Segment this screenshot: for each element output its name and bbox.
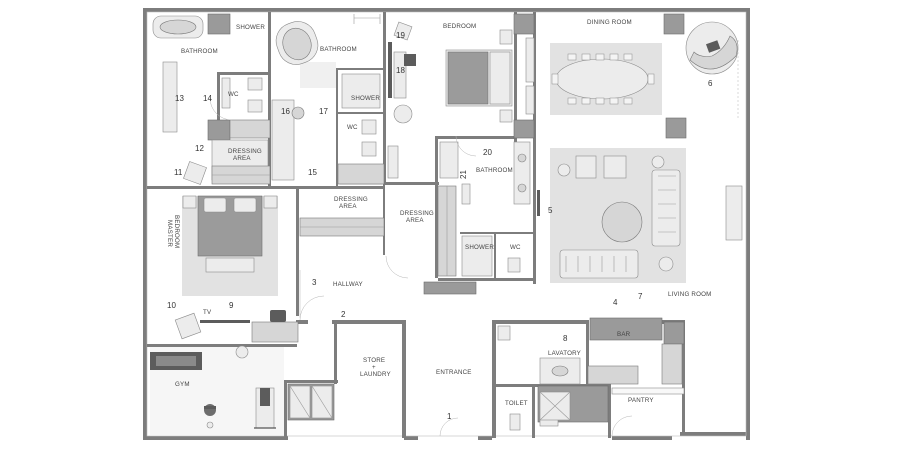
lavatory-fixtures	[497, 325, 581, 431]
key-number-15: 15	[308, 168, 317, 177]
label-master-bedroom-line2: BEDROOM	[173, 215, 180, 248]
label-store-line1: STORE	[363, 357, 385, 364]
label-hallway: HALLWAY	[333, 281, 363, 288]
label-living-room: LIVING ROOM	[668, 291, 711, 298]
bathroom-right-fixtures	[439, 141, 531, 277]
key-number-2: 2	[341, 310, 346, 319]
label-lavatory: LAVATORY	[548, 350, 581, 357]
bar-pantry-fixtures	[587, 343, 685, 395]
room-labels: SHOWER BATHROOM BATHROOM BEDROOM DINING …	[166, 19, 711, 407]
label-bathroom-mid: BATHROOM	[320, 46, 357, 53]
key-number-14: 14	[203, 94, 212, 103]
key-number-8: 8	[563, 334, 568, 343]
bedroom-furniture	[388, 21, 513, 124]
label-store-line3: LAUNDRY	[360, 371, 391, 378]
label-shower-right: SHOWER	[465, 244, 494, 251]
key-number-10: 10	[167, 301, 176, 310]
lounge-corner	[685, 21, 739, 75]
label-store-line2: +	[372, 364, 376, 371]
dining-room-furniture	[551, 53, 655, 105]
label-wc-left: WC	[228, 91, 239, 98]
label-gym: GYM	[175, 381, 190, 388]
store-laundry-fixtures	[289, 385, 333, 419]
label-tv: TV	[203, 309, 212, 316]
label-bar: BAR	[617, 331, 631, 338]
key-number-5: 5	[548, 206, 553, 215]
corridor-floor	[300, 62, 336, 88]
key-number-9: 9	[229, 301, 234, 310]
label-wc-right: WC	[510, 244, 521, 251]
dressing-area-3-fixtures	[437, 185, 457, 277]
label-dressing-3-line2: AREA	[406, 217, 424, 224]
key-number-17: 17	[319, 107, 328, 116]
label-dressing-2-line2: AREA	[339, 203, 357, 210]
key-number-21: 21	[459, 170, 468, 179]
label-dining-room: DINING ROOM	[587, 19, 632, 26]
label-bathroom-right: BATHROOM	[476, 167, 513, 174]
label-bedroom: BEDROOM	[443, 23, 476, 30]
label-dressing-1-line1: DRESSING	[228, 148, 262, 155]
windows	[162, 37, 743, 241]
key-number-3: 3	[312, 278, 317, 287]
label-entrance: ENTRANCE	[436, 369, 472, 376]
outer-walls	[143, 8, 750, 440]
label-dressing-1-line2: AREA	[233, 155, 251, 162]
living-room-furniture	[537, 155, 681, 279]
label-pantry: PANTRY	[628, 397, 654, 404]
key-number-19: 19	[396, 31, 405, 40]
label-bathroom-left: BATHROOM	[181, 48, 218, 55]
gym-equipment	[150, 345, 276, 429]
label-dressing-3-line1: DRESSING	[400, 210, 434, 217]
key-number-6: 6	[708, 79, 713, 88]
label-dressing-2-line1: DRESSING	[334, 196, 368, 203]
bathroom-mid-fixtures	[271, 14, 399, 185]
label-wc-mid: WC	[347, 124, 358, 131]
key-number-4: 4	[613, 298, 618, 307]
dressing-area-1-fixtures	[211, 119, 271, 185]
door-swings	[209, 40, 739, 437]
key-number-20: 20	[483, 148, 492, 157]
key-number-13: 13	[175, 94, 184, 103]
label-shower-top: SHOWER	[236, 24, 265, 31]
master-bedroom-furniture	[174, 161, 299, 343]
key-number-18: 18	[396, 66, 405, 75]
key-number-11: 11	[174, 168, 183, 177]
key-number-16: 16	[281, 107, 290, 116]
key-number-7: 7	[638, 292, 643, 301]
label-master-bedroom-line1: MASTER	[166, 220, 173, 247]
key-number-12: 12	[195, 144, 204, 153]
dressing-area-2-fixtures	[299, 163, 385, 237]
key-numbers: 1 2 3 4 5 6 7 8 9 10 11 12 13 14 15 16 1…	[167, 31, 713, 421]
label-shower-mid: SHOWER	[351, 95, 380, 102]
label-toilet: TOILET	[505, 400, 528, 407]
key-number-1: 1	[447, 412, 452, 421]
